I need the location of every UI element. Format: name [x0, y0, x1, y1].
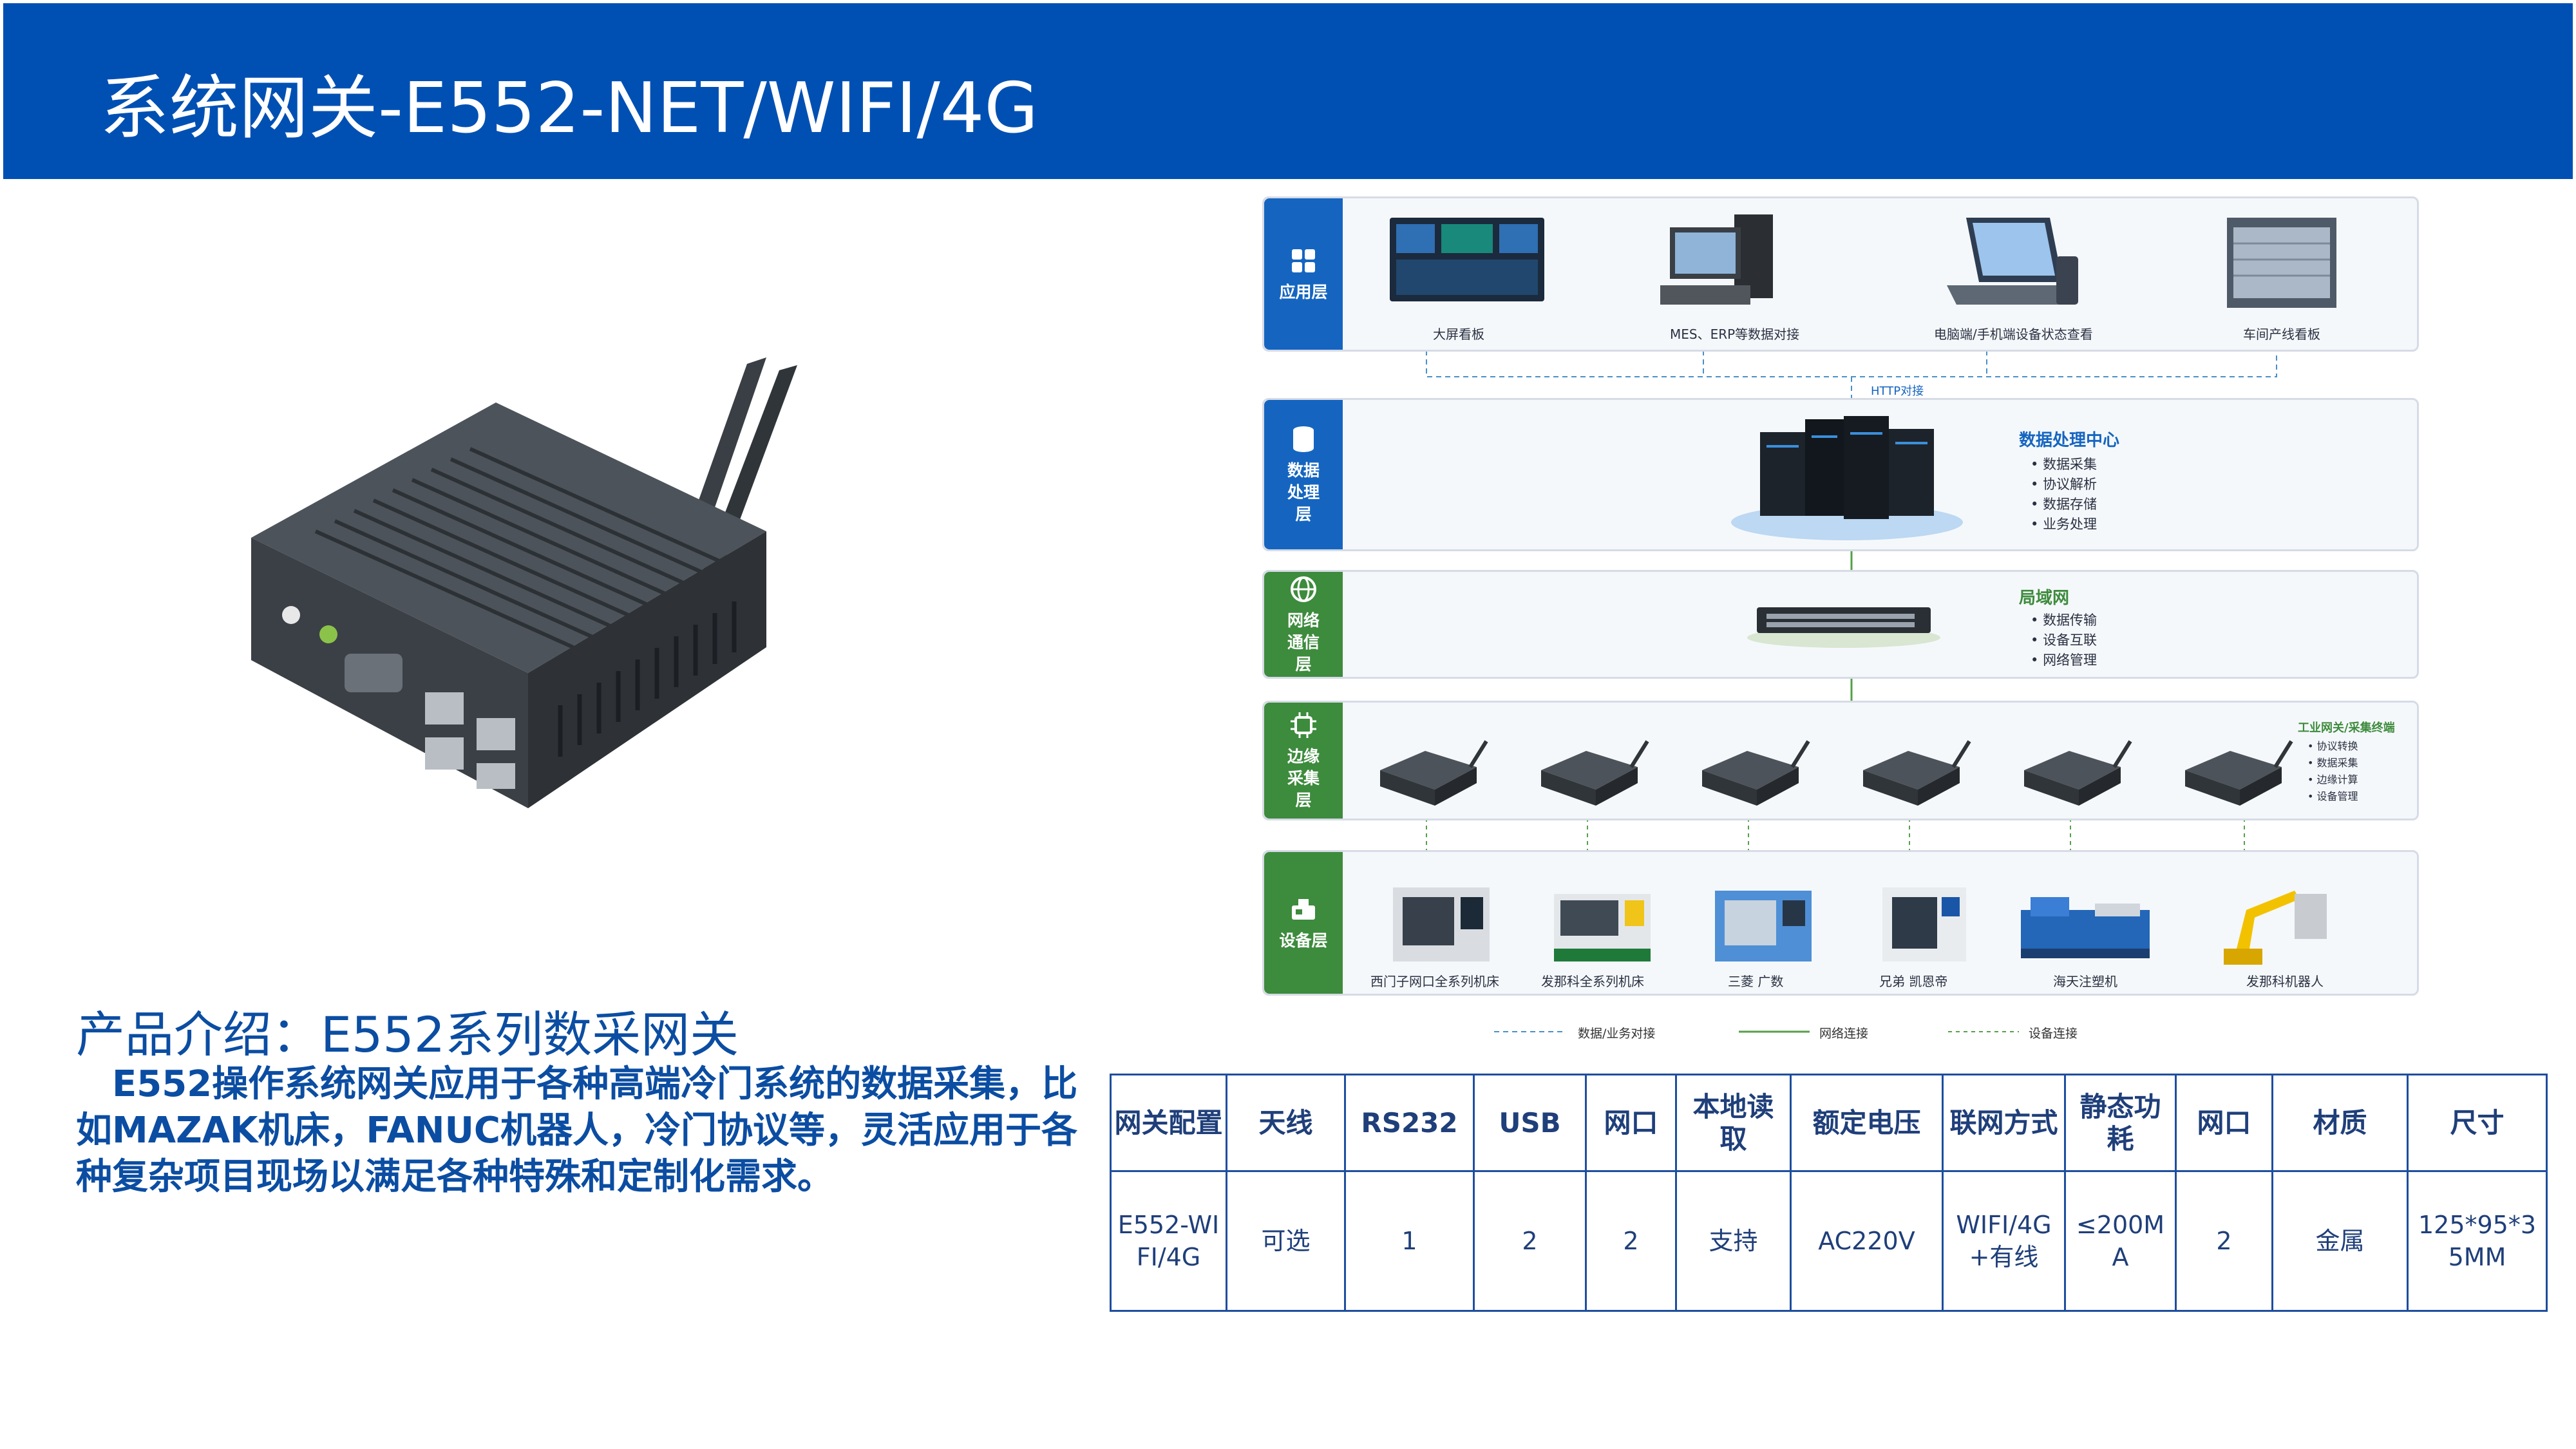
app-item-label: MES、ERP等数据对接 — [1670, 327, 1800, 342]
table-header: 尺寸 — [2407, 1074, 2548, 1172]
layer-network: 网络通信层 局域网 数据传输 设备互联 网络管理 — [1262, 570, 2419, 679]
device-label: 三菱 广数 — [1728, 974, 1784, 989]
layer-tab-network: 网络通信层 — [1264, 572, 1343, 677]
legend-item: 设备连接 — [2029, 1027, 2078, 1041]
device-label: 海天注塑机 — [2053, 974, 2117, 989]
gateway-icon — [1863, 740, 1971, 806]
table-header: 静态功耗 — [2064, 1074, 2177, 1172]
intro-heading: 产品介绍：E552系列数采网关 — [76, 1006, 739, 1063]
layer-tab-device: 设备层 — [1264, 852, 1343, 994]
table-header: 网关配置 — [1110, 1074, 1227, 1172]
mes-erp-computer-icon — [1660, 214, 1773, 305]
spec-table: 网关配置 天线 RS232 USB 网口 本地读取 额定电压 联网方式 静态功耗… — [1110, 1074, 2548, 1312]
intro-body: E552操作系统网关应用于各种高端冷门系统的数据采集，比如MAZAK机床，FAN… — [76, 1063, 1078, 1198]
list-item: 边缘计算 — [2307, 772, 2358, 788]
title-bar: 系统网关-E552-NET/WIFI/4G — [3, 3, 2573, 179]
table-cell: 支持 — [1675, 1170, 1792, 1312]
lan-list: 数据传输 设备互联 网络管理 — [2031, 611, 2097, 670]
grid-icon — [1292, 249, 1315, 272]
cnc-machine-icon — [1393, 887, 1490, 961]
table-cell: 2 — [1585, 1170, 1677, 1312]
layer-tab-edge: 边缘采集层 — [1264, 703, 1343, 819]
list-item: 设备互联 — [2031, 630, 2097, 650]
edge-terminal-title: 工业网关/采集终端 — [2298, 721, 2395, 735]
table-row: E552-WIFI/4G 可选 1 2 2 支持 AC220V WIFI/4G+… — [1110, 1170, 2548, 1312]
table-header-row: 网关配置 天线 RS232 USB 网口 本地读取 额定电压 联网方式 静态功耗… — [1110, 1074, 2548, 1172]
table-header: RS232 — [1344, 1074, 1475, 1172]
list-item: 数据传输 — [2031, 611, 2097, 630]
data-center-title: 数据处理中心 — [2019, 431, 2120, 450]
server-rack-icon — [1731, 416, 1963, 540]
lan-title: 局域网 — [2019, 589, 2070, 608]
list-item: 网络管理 — [2031, 650, 2097, 670]
injection-molding-icon — [2021, 897, 2150, 958]
table-header: 联网方式 — [1942, 1074, 2066, 1172]
table-header: 网口 — [1585, 1074, 1677, 1172]
gateway-icon — [2185, 740, 2293, 806]
app-item-label: 电脑端/手机端设备状态查看 — [1934, 327, 2093, 342]
architecture-diagram: 应用层 大屏看板 MES、ERP等数据对接 电脑端/手机端设备状态查看 车间产线… — [1253, 193, 2419, 1050]
layer-tab-application: 应用层 — [1264, 198, 1343, 350]
table-cell: 可选 — [1226, 1170, 1346, 1312]
network-switch-icon — [1747, 607, 1940, 648]
layer-edge-collection: 边缘采集层 工业网关/采集终端 协议转换 数据采集 边缘计算 设备管理 — [1262, 701, 2419, 820]
table-cell: 125*95*35MM — [2407, 1170, 2548, 1312]
list-item: 数据采集 — [2031, 455, 2097, 475]
table-cell: 2 — [2175, 1170, 2273, 1312]
globe-icon — [1291, 576, 1316, 602]
http-label: HTTP对接 — [1871, 384, 1924, 398]
app-item-label: 大屏看板 — [1433, 327, 1484, 342]
legend-item: 网络连接 — [1819, 1027, 1869, 1041]
device-label: 发那科全系列机床 — [1541, 974, 1644, 989]
layer-application: 应用层 大屏看板 MES、ERP等数据对接 电脑端/手机端设备状态查看 车间产线… — [1262, 196, 2419, 352]
page-title: 系统网关-E552-NET/WIFI/4G — [100, 68, 1039, 149]
table-cell: 2 — [1473, 1170, 1587, 1312]
robot-arm-icon — [2224, 891, 2327, 965]
legend-item: 数据/业务对接 — [1578, 1027, 1656, 1041]
big-screen-icon — [1390, 218, 1544, 301]
database-icon — [1293, 426, 1314, 452]
list-item: 数据存储 — [2031, 495, 2097, 515]
workshop-board-icon — [2227, 218, 2336, 308]
list-item: 设备管理 — [2307, 788, 2358, 805]
list-item: 协议转换 — [2307, 738, 2358, 755]
table-header: 材质 — [2271, 1074, 2409, 1172]
layer-device: 设备层 西门子网口全系列机床 发那科全系列机床 三菱 广数 兄弟 凯恩帝 海天注… — [1262, 850, 2419, 996]
lathe-machine-icon — [1554, 894, 1651, 961]
brother-machine-icon — [1882, 887, 1966, 961]
layer-tab-data: 数据处理层 — [1264, 400, 1343, 549]
table-cell: ≤200MA — [2064, 1170, 2177, 1312]
device-label: 兄弟 凯恩帝 — [1879, 974, 1948, 989]
table-cell: 金属 — [2271, 1170, 2409, 1312]
gateway-icon — [1702, 740, 1810, 806]
gateway-device-image — [251, 357, 797, 808]
machine-icon — [1292, 899, 1315, 920]
list-item: 业务处理 — [2031, 515, 2097, 535]
data-center-list: 数据采集 协议解析 数据存储 业务处理 — [2031, 455, 2097, 535]
gateway-icon — [1541, 740, 1649, 806]
list-item: 协议解析 — [2031, 475, 2097, 495]
table-header: USB — [1473, 1074, 1587, 1172]
gateway-icon — [1380, 740, 1488, 806]
layer-data-processing: 数据处理层 数据处理中心 数据采集 协议解析 数据存储 业务处理 — [1262, 398, 2419, 551]
laptop-phone-icon — [1947, 218, 2078, 305]
table-cell: E552-WIFI/4G — [1110, 1170, 1227, 1312]
table-header: 额定电压 — [1790, 1074, 1944, 1172]
edge-terminal-list: 协议转换 数据采集 边缘计算 设备管理 — [2307, 738, 2358, 805]
table-header: 网口 — [2175, 1074, 2273, 1172]
table-header: 本地读取 — [1675, 1074, 1792, 1172]
list-item: 数据采集 — [2307, 755, 2358, 772]
chip-icon — [1291, 712, 1316, 738]
device-label: 西门子网口全系列机床 — [1370, 974, 1499, 989]
machining-center-icon — [1715, 891, 1812, 961]
table-cell: 1 — [1344, 1170, 1475, 1312]
app-item-label: 车间产线看板 — [2243, 327, 2320, 342]
gateway-icon — [2024, 740, 2132, 806]
device-label: 发那科机器人 — [2246, 974, 2324, 989]
table-cell: WIFI/4G+有线 — [1942, 1170, 2066, 1312]
table-cell: AC220V — [1790, 1170, 1944, 1312]
table-header: 天线 — [1226, 1074, 1346, 1172]
